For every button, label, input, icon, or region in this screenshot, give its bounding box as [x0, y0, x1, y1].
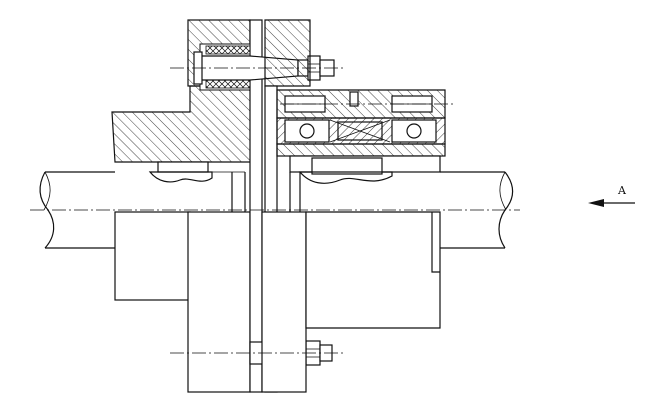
view-label: A — [617, 184, 627, 197]
view-arrow-a: A — [588, 184, 635, 207]
left-hub-body — [114, 211, 191, 301]
left-hub-section — [111, 85, 253, 212]
right-flange — [261, 19, 311, 393]
right-hub-body — [305, 211, 441, 329]
right-hub-section — [276, 89, 446, 212]
